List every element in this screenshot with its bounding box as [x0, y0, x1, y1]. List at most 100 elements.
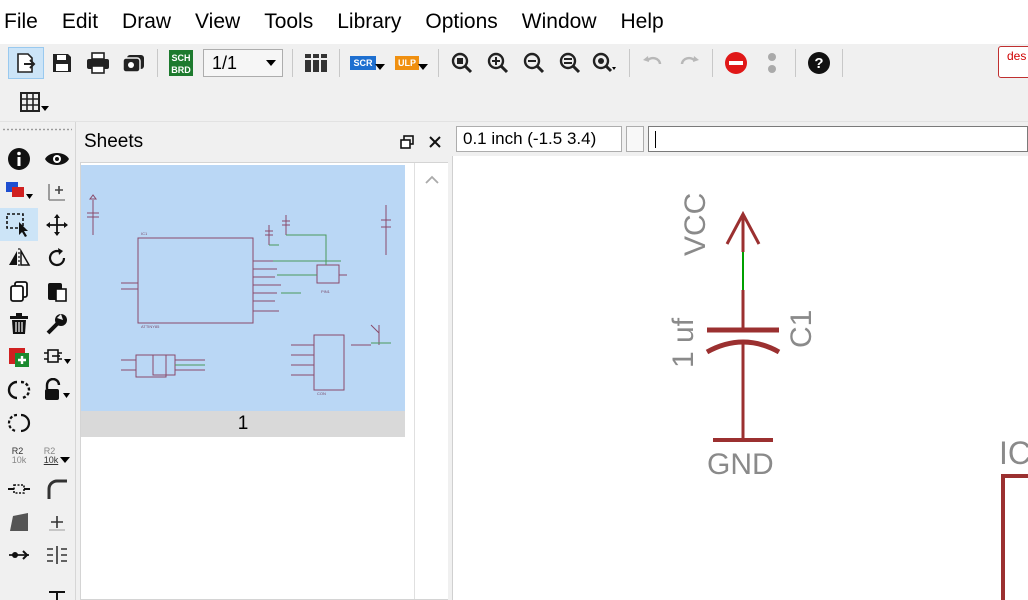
show-tool[interactable]	[38, 142, 76, 175]
toolbar-separator	[157, 49, 158, 77]
add-junction-tool[interactable]	[38, 505, 76, 538]
info-icon	[8, 147, 30, 170]
toolbar-separator	[629, 49, 630, 77]
text-caret	[655, 131, 656, 148]
delete-tool[interactable]	[0, 307, 38, 340]
zoom-redraw-icon	[559, 52, 581, 74]
change-tool[interactable]	[38, 307, 76, 340]
miter-tool[interactable]	[38, 472, 76, 505]
sch-text: SCH	[171, 53, 190, 63]
svg-text:?: ?	[814, 55, 823, 72]
script-icon: SCR	[350, 56, 385, 70]
menu-window[interactable]: Window	[521, 10, 597, 33]
mirror-tool[interactable]	[0, 241, 38, 274]
float-panel-icon[interactable]	[400, 135, 414, 149]
vcc-supply-symbol[interactable]: VCC	[679, 193, 761, 256]
stop-button[interactable]	[718, 47, 754, 79]
zoom-in-button[interactable]	[480, 47, 516, 79]
ic-symbol[interactable]: IC	[999, 435, 1028, 600]
save-button[interactable]	[44, 47, 80, 79]
zoom-fit-button[interactable]	[444, 47, 480, 79]
coordinate-display: 0.1 inch (-1.5 3.4)	[456, 126, 622, 152]
gnd-supply-symbol[interactable]: GND	[707, 438, 774, 481]
empty-tool-slot	[0, 571, 38, 600]
info-tool[interactable]	[0, 142, 38, 175]
command-line-input[interactable]	[648, 126, 1028, 152]
split-wire-tool[interactable]	[0, 472, 38, 505]
command-toolbar: R2 10k R2 10k	[0, 122, 76, 600]
replace-tool[interactable]	[38, 340, 76, 373]
ulp-icon: ULP	[395, 56, 428, 70]
redo-button[interactable]	[671, 47, 707, 79]
brd-text: BRD	[171, 65, 191, 75]
zoom-out-button[interactable]	[516, 47, 552, 79]
empty-tool-slot	[38, 406, 76, 439]
schematic-canvas[interactable]: VCC 1 uf C1 GND IC	[452, 156, 1028, 600]
menu-library[interactable]: Library	[337, 10, 402, 33]
open-button[interactable]	[8, 47, 44, 79]
help-icon: ?	[808, 52, 830, 74]
toolbar-separator	[438, 49, 439, 77]
menu-tools[interactable]: Tools	[264, 10, 314, 33]
menu-edit[interactable]: Edit	[61, 10, 99, 33]
mark-tool[interactable]	[38, 175, 76, 208]
menu-draw[interactable]: Draw	[122, 10, 172, 33]
value-set-tool[interactable]: R2 10k	[38, 439, 76, 472]
gate-swap-tool[interactable]	[0, 406, 38, 439]
r2-value: 10k	[43, 454, 59, 465]
print-button[interactable]	[80, 47, 116, 79]
add-part-icon	[9, 347, 29, 367]
optimize-tool[interactable]	[0, 505, 38, 538]
move-tool[interactable]	[38, 208, 76, 241]
menu-view[interactable]: View	[195, 10, 241, 33]
script-button[interactable]: SCR	[345, 47, 385, 79]
add-part-tool[interactable]	[0, 340, 38, 373]
plus-icon	[49, 515, 65, 531]
cam-processor-icon	[122, 55, 144, 73]
mirror-icon	[9, 247, 31, 268]
use-library-button[interactable]	[298, 47, 334, 79]
zoom-out-icon	[523, 52, 545, 74]
rotate-tool[interactable]	[38, 241, 76, 274]
zoom-select-button[interactable]	[588, 47, 624, 79]
chevron-down-icon	[266, 60, 276, 66]
select-tool[interactable]	[0, 208, 38, 241]
wrench-icon	[46, 313, 67, 334]
name-tool[interactable]	[0, 373, 38, 406]
value-tool[interactable]: R2 10k	[0, 439, 38, 472]
help-button[interactable]: ?	[801, 47, 837, 79]
chevron-up-icon[interactable]	[425, 175, 439, 185]
design-link-button[interactable]: des	[998, 46, 1028, 78]
capacitor-c1[interactable]: 1 uf C1	[667, 290, 818, 440]
sheets-scrollbar[interactable]	[414, 163, 448, 599]
cam-button[interactable]	[116, 47, 152, 79]
sheet-select[interactable]: 1/1	[203, 49, 283, 77]
copy-tool[interactable]	[0, 274, 38, 307]
capacitor-name-label: C1	[785, 310, 818, 348]
svg-text:PIN1: PIN1	[321, 289, 331, 294]
grid-button[interactable]	[16, 86, 52, 118]
close-icon[interactable]	[428, 135, 442, 149]
menu-file[interactable]: File	[4, 10, 38, 33]
display-layers-tool[interactable]	[0, 175, 38, 208]
text-icon	[49, 590, 65, 600]
net-tool[interactable]	[0, 538, 38, 571]
zoom-redraw-button[interactable]	[552, 47, 588, 79]
ulp-button[interactable]: ULP	[389, 47, 428, 79]
toolbar-separator	[842, 49, 843, 77]
svg-text:IC1: IC1	[141, 231, 148, 236]
svg-text:CON: CON	[317, 391, 326, 396]
lock-icon	[45, 377, 70, 400]
text-tool[interactable]	[38, 571, 76, 600]
paste-tool[interactable]	[38, 274, 76, 307]
menu-help[interactable]: Help	[620, 10, 664, 33]
library-books-icon	[305, 54, 327, 72]
sch-brd-switch-button[interactable]: SCH BRD	[163, 47, 199, 79]
lock-tool[interactable]	[38, 373, 76, 406]
go-button[interactable]	[754, 47, 790, 79]
menu-options[interactable]: Options	[425, 10, 498, 33]
coordinate-toggle[interactable]	[626, 126, 644, 152]
undo-button[interactable]	[635, 47, 671, 79]
bus-tool[interactable]	[38, 538, 76, 571]
